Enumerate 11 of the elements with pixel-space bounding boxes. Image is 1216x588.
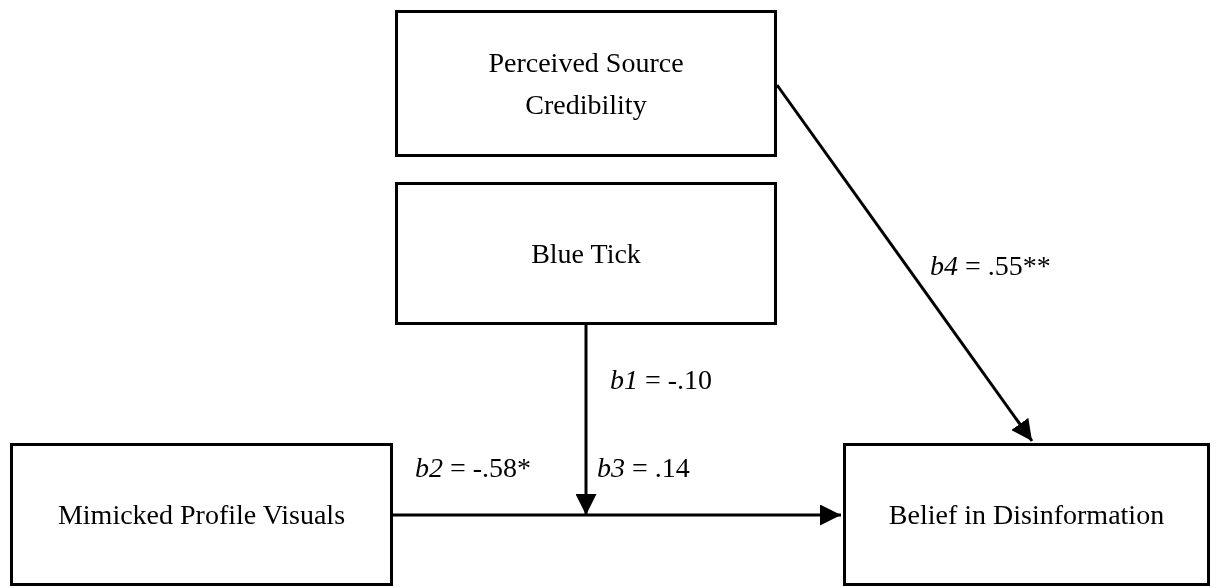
node-label: Perceived Source Credibility [487,45,685,122]
arrow [393,504,841,526]
variable-box [395,10,777,157]
arrow [575,325,597,515]
variable-box [395,182,777,325]
variable-box [843,443,1210,586]
node-label: Mimicked Profile Visuals [57,497,346,532]
node-label: Belief in Disinformation [888,497,1165,532]
variable-box [10,443,393,586]
node-label: Blue Tick [531,236,641,271]
arrow [775,84,1034,442]
